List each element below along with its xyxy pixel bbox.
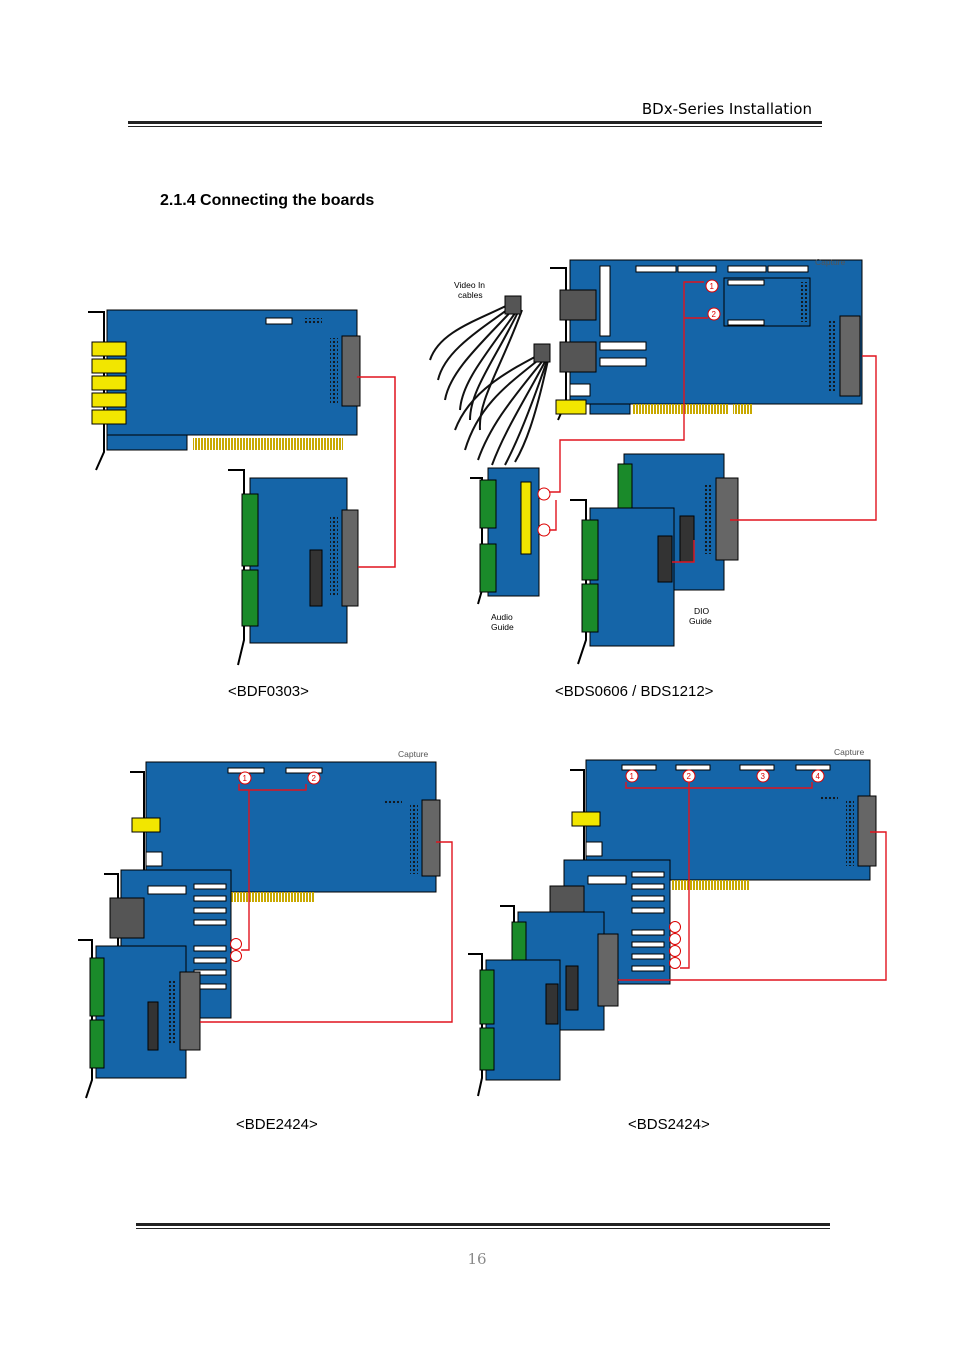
bds2424-marker-1: 1: [630, 772, 635, 781]
audio-label-1: Audio: [491, 612, 513, 622]
dio-label-2: Guide: [689, 616, 712, 626]
bde2424-sub-boards: [78, 869, 242, 1099]
bdf0303-diagram: [88, 309, 396, 666]
bds0606-wires: [549, 281, 877, 563]
bds2424-marker-2: 2: [687, 772, 692, 781]
bdf0303-sub-board: [228, 469, 359, 666]
header-rule: [128, 121, 822, 124]
bds2424-diagram: Capture 1 2 3 4: [468, 747, 887, 1097]
bdf0303-wire: [357, 376, 396, 568]
bds2424-marker-4: 4: [816, 772, 821, 781]
video-in-cables: [429, 299, 549, 466]
bde2424-marker-1: 1: [243, 774, 248, 783]
footer-rule: [136, 1223, 830, 1226]
bnc-connectors: [91, 341, 127, 425]
bds0606-capture-label: Capture: [815, 257, 846, 267]
caption-bds2424: <BDS2424>: [628, 1116, 710, 1133]
bds0606-main-board: Capture 1 2: [550, 257, 863, 421]
video-in-label-1: Video In: [454, 280, 485, 290]
footer-rule-thin: [136, 1228, 830, 1229]
bds0606-marker-1: 1: [710, 282, 715, 291]
bds2424-wires: [618, 782, 887, 981]
section-title: 2.1.4 Connecting the boards: [160, 192, 375, 209]
caption-bde2424: <BDE2424>: [236, 1116, 318, 1133]
bds2424-marker-3: 3: [761, 772, 766, 781]
audio-sub-board: Audio Guide: [470, 467, 551, 632]
bds0606-diagram: Video In cables: [429, 257, 877, 665]
caption-bdf0303: <BDF0303>: [228, 683, 309, 700]
dio-sub-boards: DIO Guide: [570, 453, 739, 665]
bds2424-capture-label: Capture: [834, 747, 865, 757]
bds2424-main-board: Capture 1 2 3 4: [570, 747, 877, 903]
bde2424-diagram: Capture 1 2: [78, 749, 453, 1099]
bde2424-wires: [200, 784, 453, 1023]
page-number: 16: [467, 1250, 487, 1268]
dio-label-1: DIO: [694, 606, 710, 616]
bde2424-marker-2: 2: [312, 774, 317, 783]
bds0606-marker-2: 2: [712, 310, 717, 319]
video-in-label-2: cables: [458, 290, 483, 300]
audio-label-2: Guide: [491, 622, 514, 632]
header-rule-thin: [128, 126, 822, 127]
caption-bds0606: <BDS0606 / BDS1212>: [555, 683, 714, 700]
bde2424-capture-label: Capture: [398, 749, 429, 759]
bdf0303-main-board: [88, 309, 361, 471]
bds2424-sub-boards: [468, 859, 681, 1097]
running-header: BDx-Series Installation: [641, 100, 812, 118]
